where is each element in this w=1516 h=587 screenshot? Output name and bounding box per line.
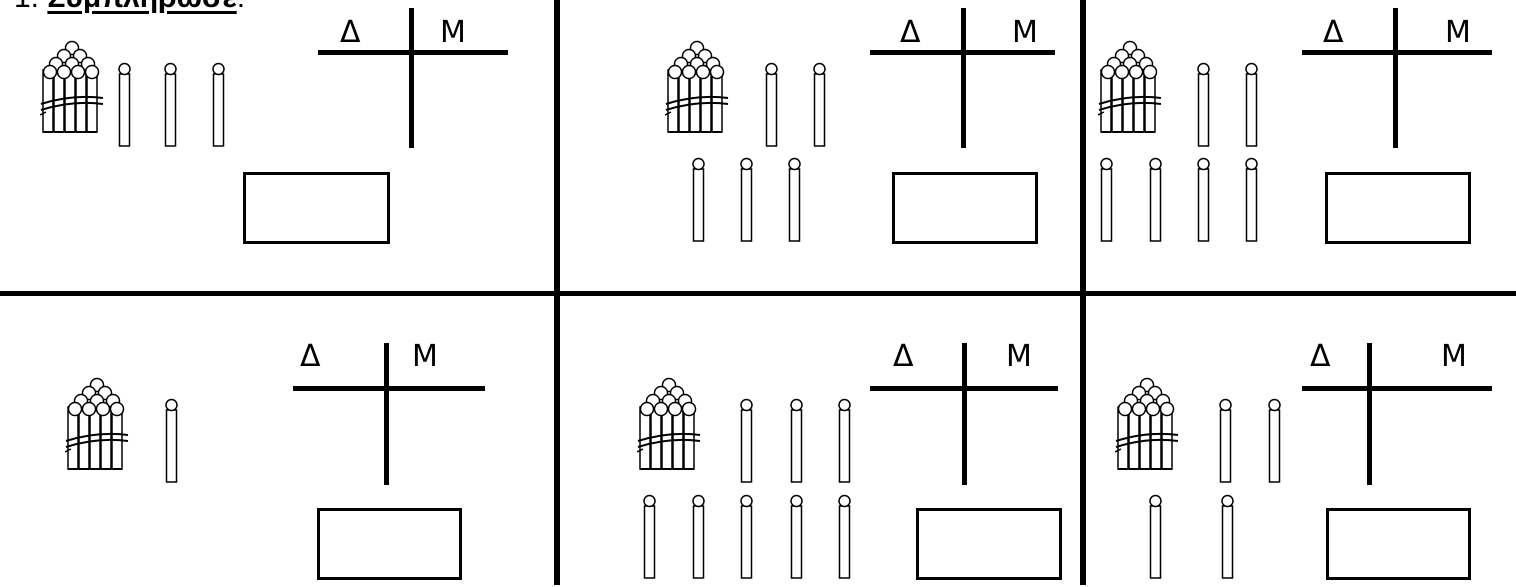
- single-stick-icon: [763, 62, 781, 155]
- exercise-instruction-colon: :: [237, 0, 245, 14]
- single-stick-icon: [1219, 494, 1237, 587]
- single-stick-icon: [836, 398, 854, 491]
- place-value-table-vertical-line: [961, 8, 966, 148]
- answer-box[interactable]: [892, 172, 1038, 244]
- answer-box[interactable]: [1325, 172, 1471, 244]
- bundle-of-ten-sticks-icon: [39, 40, 104, 141]
- tens-column-header: Δ: [340, 15, 361, 50]
- single-stick-icon: [786, 157, 804, 250]
- place-value-table-horizontal-line: [293, 386, 485, 391]
- single-stick-icon: [738, 157, 756, 250]
- answer-box[interactable]: [1326, 508, 1471, 580]
- units-column-header: Μ: [1006, 339, 1032, 374]
- single-stick-icon: [116, 62, 134, 155]
- single-stick-icon: [690, 494, 708, 587]
- units-column-header: Μ: [412, 339, 438, 374]
- place-value-table-horizontal-line: [1302, 386, 1492, 391]
- grid-divider-horizontal: [0, 291, 1516, 296]
- tens-column-header: Δ: [893, 339, 914, 374]
- single-stick-icon: [1217, 398, 1235, 491]
- single-stick-icon: [836, 494, 854, 587]
- place-value-table-vertical-line: [962, 343, 967, 485]
- single-stick-icon: [162, 62, 180, 155]
- exercise-instruction: Συμπλήρωσε: [47, 0, 236, 14]
- single-stick-icon: [1243, 157, 1261, 250]
- tens-column-header: Δ: [1310, 339, 1331, 374]
- single-stick-icon: [163, 398, 181, 491]
- units-column-header: Μ: [440, 15, 466, 50]
- single-stick-icon: [738, 398, 756, 491]
- bundle-of-ten-sticks-icon: [664, 40, 729, 141]
- single-stick-icon: [1147, 494, 1165, 587]
- answer-box[interactable]: [317, 508, 462, 580]
- single-stick-icon: [1195, 62, 1213, 155]
- single-stick-icon: [1243, 62, 1261, 155]
- tens-column-header: Δ: [1323, 15, 1344, 50]
- tens-column-header: Δ: [900, 15, 921, 50]
- units-column-header: Μ: [1441, 339, 1467, 374]
- single-stick-icon: [1266, 398, 1284, 491]
- single-stick-icon: [1195, 157, 1213, 250]
- bundle-of-ten-sticks-icon: [64, 377, 129, 478]
- single-stick-icon: [811, 62, 829, 155]
- single-stick-icon: [788, 398, 806, 491]
- answer-box[interactable]: [243, 172, 390, 244]
- exercise-title: 1. Συμπλήρωσε:: [14, 0, 245, 18]
- place-value-table-vertical-line: [384, 343, 389, 485]
- units-column-header: Μ: [1012, 15, 1038, 50]
- bundle-of-ten-sticks-icon: [1097, 40, 1162, 141]
- single-stick-icon: [1147, 157, 1165, 250]
- bundle-of-ten-sticks-icon: [1114, 377, 1179, 478]
- bundle-of-ten-sticks-icon: [636, 377, 701, 478]
- units-column-header: Μ: [1445, 15, 1471, 50]
- single-stick-icon: [641, 494, 659, 587]
- place-value-table-vertical-line: [409, 8, 414, 148]
- place-value-table-vertical-line: [1393, 8, 1398, 148]
- tens-column-header: Δ: [300, 339, 321, 374]
- single-stick-icon: [690, 157, 708, 250]
- single-stick-icon: [738, 494, 756, 587]
- single-stick-icon: [210, 62, 228, 155]
- place-value-table-vertical-line: [1367, 343, 1372, 485]
- exercise-number: 1.: [14, 0, 39, 14]
- single-stick-icon: [788, 494, 806, 587]
- answer-box[interactable]: [916, 508, 1062, 580]
- single-stick-icon: [1098, 157, 1116, 250]
